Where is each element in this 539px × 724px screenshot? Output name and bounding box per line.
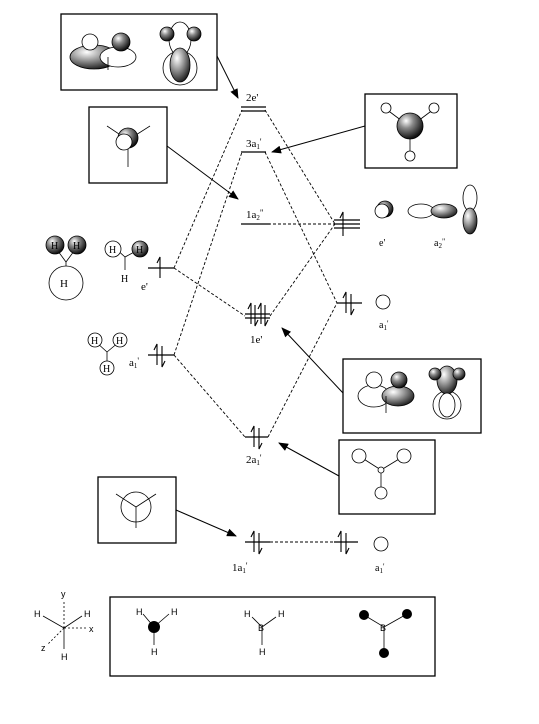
- molecule-bh3-balls: B: [359, 609, 412, 658]
- right-fragment-p-levels: [334, 211, 360, 236]
- electron-pair-icon: [337, 530, 350, 555]
- e-orbital-lobe-icon: [69, 32, 137, 70]
- electron-icon: [156, 256, 161, 278]
- molecule-h-label: H: [171, 607, 178, 617]
- b-atom-icon: [148, 621, 160, 633]
- axis-h-label: H: [34, 609, 41, 619]
- inset-1a2-orbital: [88, 106, 168, 184]
- electron-pair-icon: [342, 291, 355, 316]
- h3-a1-picture: H H H: [87, 332, 128, 376]
- arrow-to-2e: [216, 55, 239, 99]
- level-2e: 2e': [241, 92, 266, 112]
- molecule-h-label: H: [136, 607, 143, 617]
- right-fragment-s-level: [337, 291, 362, 316]
- molecule-h-label: H: [278, 609, 285, 619]
- h-atom-icon: [359, 610, 369, 620]
- h-atom-label: H: [116, 336, 123, 347]
- molecule-h-label: H: [259, 647, 266, 657]
- arrow-to-3a1: [271, 125, 366, 154]
- molecule-b-label: B: [258, 623, 264, 633]
- level-3a1-label: 3a1': [246, 137, 262, 151]
- level-2a1: 2a1': [245, 425, 268, 467]
- arrow-to-1a1: [175, 509, 237, 537]
- arrow-to-1a2: [166, 145, 239, 200]
- correlation-lines: [173, 109, 338, 543]
- left-a1-label: a1': [129, 356, 139, 370]
- right-a1-orbital-picture: a1': [375, 294, 391, 332]
- molecule-h-label: H: [151, 647, 158, 657]
- right-core-label: a1': [375, 562, 385, 575]
- inset-3a1-orbital: [364, 93, 458, 169]
- level-3a1: 3a1': [241, 137, 266, 153]
- level-1a2: 1a2": [241, 208, 270, 225]
- axis-h-label: H: [61, 652, 68, 662]
- axis-x-label: x: [89, 624, 94, 634]
- inset-1a1-orbital: [97, 476, 177, 544]
- level-1a1: 1a1': [232, 530, 270, 575]
- s-orbital-small-icon: [377, 466, 385, 474]
- electron-pair-icon: [250, 530, 263, 555]
- right-a1-label: a1': [379, 319, 389, 332]
- right-e-orbital-picture: e': [374, 200, 394, 249]
- h-atom-label: H: [91, 336, 98, 347]
- molecule-b-label: B: [380, 623, 386, 633]
- h-atom-label: H: [121, 274, 128, 285]
- arrow-to-2a1: [278, 442, 340, 477]
- h-atom-label: H: [136, 245, 143, 256]
- h-atom-label: H: [51, 241, 58, 252]
- inset-2a1-orbital: [338, 439, 436, 515]
- h-atom-label: H: [109, 245, 116, 256]
- level-1e-label: 1e': [250, 334, 262, 346]
- h-atom-label: H: [73, 241, 80, 252]
- electron-icon: [339, 211, 344, 236]
- e-bonding-pz-icon: [428, 365, 466, 420]
- e-bonding-orbital-icon: [357, 371, 415, 413]
- inset-2e-orbitals: [60, 13, 218, 91]
- right-a2-orbital-picture: a2": [407, 184, 478, 250]
- left-e-label: e': [141, 281, 148, 293]
- h-atom-label: H: [103, 364, 110, 375]
- right-a2-label: a2": [434, 237, 445, 250]
- h-atom-label: H: [60, 278, 68, 290]
- right-core-orbital-picture: a1': [373, 536, 389, 575]
- h3-e-picture: H H H: [104, 240, 149, 285]
- electron-pair-icon: [250, 425, 263, 450]
- electron-pair-icon: [153, 343, 166, 368]
- h-atom-icon: [379, 648, 389, 658]
- level-1a1-label: 1a1': [232, 561, 248, 575]
- molecule-box: H H H B H H H B: [109, 596, 436, 677]
- molecule-bh3-lobes: H H H: [136, 607, 178, 657]
- level-2a1-label: 2a1': [246, 453, 262, 467]
- axis-y-label: y: [61, 589, 66, 599]
- axis-z-label: z: [41, 643, 46, 653]
- pointer-arrows: [166, 55, 366, 537]
- molecule-h-label: H: [244, 609, 251, 619]
- coordinate-axes: y x z H H H: [34, 589, 94, 662]
- left-fragment-a1-level: a1': [129, 343, 174, 370]
- molecule-bh3-letters: B H H H: [244, 609, 285, 657]
- level-1e: 1e': [245, 302, 270, 346]
- axis-h-label: H: [84, 609, 91, 619]
- right-e-label: e': [379, 238, 385, 249]
- level-2e-label: 2e': [246, 92, 258, 104]
- right-fragment-core-level: [334, 530, 358, 555]
- inset-1e-orbitals: [342, 358, 482, 434]
- pz-orbital-lobe-icon: [159, 21, 202, 86]
- electron-pair-icon: [247, 302, 269, 327]
- h-atom-icon: [402, 609, 412, 619]
- h3-fragment-picture: H H H: [45, 235, 87, 301]
- level-1a2-label: 1a2": [246, 208, 264, 222]
- s-orbital-icon: [396, 112, 424, 140]
- arrow-to-1e: [281, 327, 344, 394]
- left-fragment-e-level: e': [141, 256, 174, 293]
